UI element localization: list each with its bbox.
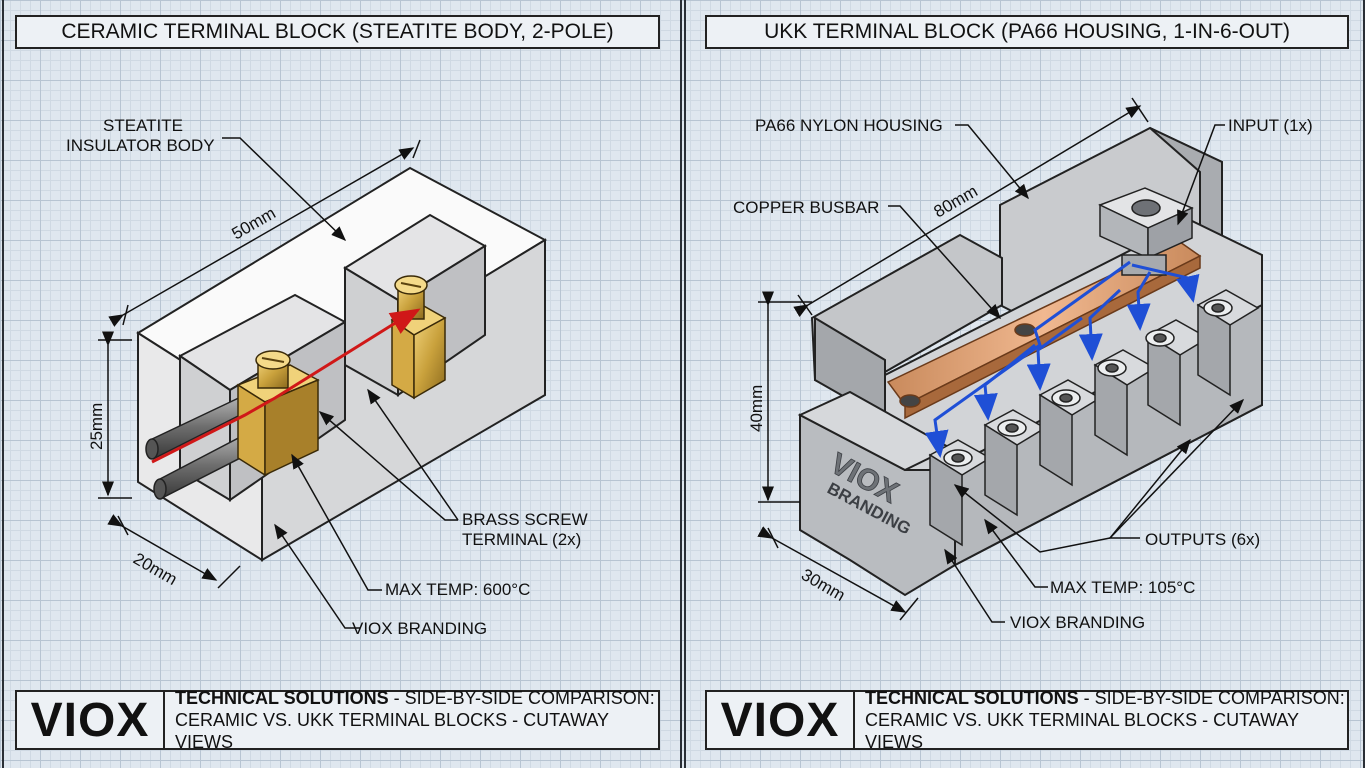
ceramic-panel [2,0,682,768]
ukk-panel-title: UKK TERMINAL BLOCK (PA66 HOUSING, 1-IN-6… [705,15,1349,49]
ukk-height-dim: 40mm [747,385,766,432]
viox-logo: VIOX [707,692,855,748]
steatite-body-label-2: INSULATOR BODY [66,136,215,155]
ceramic-branding-label: VIOX BRANDING [352,619,488,638]
footer-caption: TECHNICAL SOLUTIONS - SIDE-BY-SIDE COMPA… [165,688,658,752]
output-terminals [928,289,1260,547]
footer-line1: - SIDE-BY-SIDE COMPARISON: [388,688,655,708]
ceramic-panel-title: CERAMIC TERMINAL BLOCK (STEATITE BODY, 2… [15,15,660,49]
ukk-depth-dim: 30mm [798,565,848,605]
brass-terminal-label-2: TERMINAL (2x) [462,530,582,549]
pa66-housing-label: PA66 NYLON HOUSING [755,116,943,135]
input-label: INPUT (1x) [1228,116,1313,135]
ceramic-height-dim: 25mm [87,403,106,450]
viox-logo: VIOX [17,692,165,748]
footer-line2: CERAMIC VS. UKK TERMINAL BLOCKS - CUTAWA… [865,710,1299,752]
ukk-title-text: UKK TERMINAL BLOCK (PA66 HOUSING, 1-IN-6… [764,20,1290,43]
ukk-branding-label: VIOX BRANDING [1010,613,1146,632]
brass-terminal-label-1: BRASS SCREW [462,510,588,529]
footer-line1: - SIDE-BY-SIDE COMPARISON: [1078,688,1345,708]
ukk-max-temp-label: MAX TEMP: 105°C [1050,578,1196,597]
ceramic-leaders [222,137,459,629]
ukk-leaders [888,124,1245,623]
footer-bold: TECHNICAL SOLUTIONS [175,688,389,708]
ukk-dimensions [757,97,1149,621]
footer-line2: CERAMIC VS. UKK TERMINAL BLOCKS - CUTAWA… [175,710,609,752]
ceramic-title-text: CERAMIC TERMINAL BLOCK (STEATITE BODY, 2… [61,20,614,43]
left-footer: VIOX TECHNICAL SOLUTIONS - SIDE-BY-SIDE … [15,688,660,752]
wire-ends [145,393,257,500]
right-footer: VIOX TECHNICAL SOLUTIONS - SIDE-BY-SIDE … [705,688,1349,752]
footer-caption: TECHNICAL SOLUTIONS - SIDE-BY-SIDE COMPA… [855,688,1347,752]
ceramic-dimensions [98,139,421,589]
copper-busbar-label: COPPER BUSBAR [733,198,880,217]
ceramic-max-temp-label: MAX TEMP: 600°C [385,580,531,599]
output-terminal-6 [1196,289,1260,397]
ukk-length-dim: 80mm [931,181,981,221]
steatite-insulator-body [136,166,548,562]
ceramic-length-dim: 50mm [229,203,279,243]
ukk-panel [684,0,1365,768]
output-terminal-5 [1145,319,1210,427]
output-terminal-4 [1093,349,1157,457]
brass-terminal-1 [236,350,320,477]
outputs-label: OUTPUTS (6x) [1145,530,1261,549]
footer-bold: TECHNICAL SOLUTIONS [865,688,1079,708]
output-terminal-2 [983,409,1047,517]
output-terminal-3 [1038,379,1102,487]
steatite-body-label-1: STEATITE [103,116,183,135]
